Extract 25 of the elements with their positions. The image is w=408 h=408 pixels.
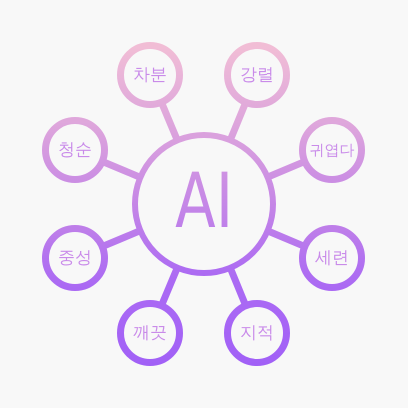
- circle-node: [224, 42, 290, 108]
- circle-node: [132, 132, 276, 276]
- node-label: 강렬: [240, 66, 274, 84]
- node-label: 지적: [240, 324, 274, 342]
- circle-node: [117, 42, 183, 108]
- circle-node: [299, 117, 365, 183]
- circle-node: [42, 117, 108, 183]
- connector-line: [103, 228, 140, 249]
- circle-node: [117, 300, 183, 366]
- connector-line: [268, 159, 304, 180]
- node-label: 귀엽다: [310, 142, 354, 158]
- connector-line: [228, 103, 248, 140]
- connector-line: [159, 103, 180, 140]
- node-label: 세련: [315, 250, 349, 266]
- node-label: 중성: [58, 250, 92, 266]
- circle-node: [299, 225, 365, 291]
- circle-node: [42, 225, 108, 291]
- node-label: 차분: [133, 66, 167, 84]
- connector-line: [228, 268, 248, 305]
- connector-line: [159, 268, 180, 305]
- node-label: 청순: [58, 142, 92, 158]
- connector-line: [103, 159, 140, 180]
- node-label: 깨끗: [133, 324, 167, 342]
- connector-line: [268, 228, 304, 249]
- circle-node: [224, 300, 290, 366]
